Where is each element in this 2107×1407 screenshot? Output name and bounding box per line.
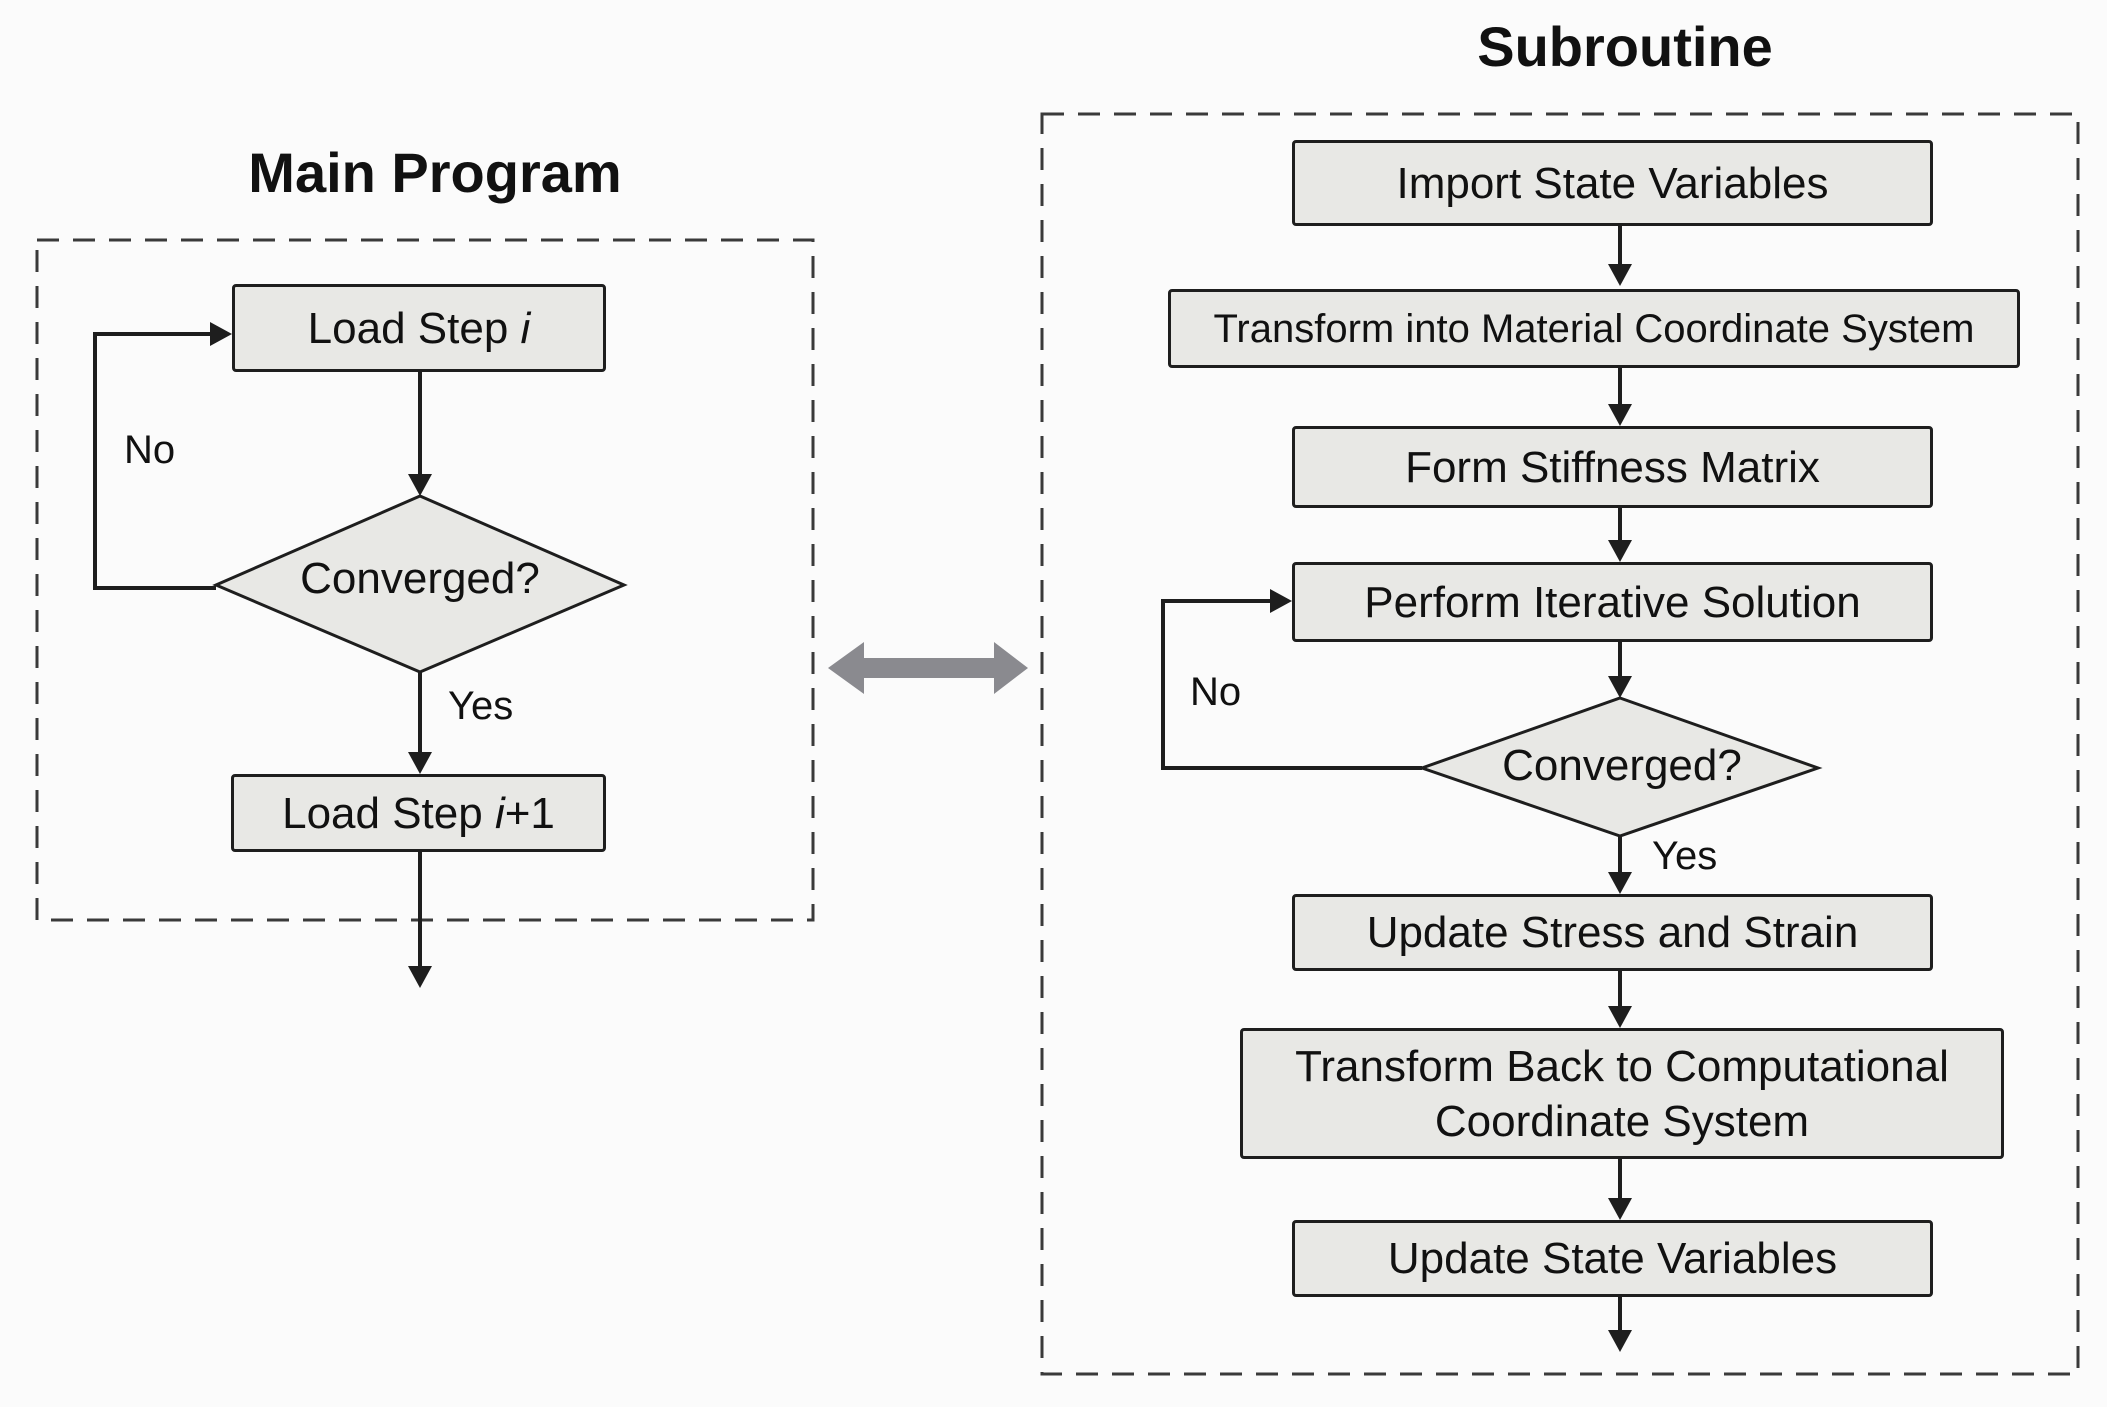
update-stress-strain-box: Update Stress and Strain <box>1292 894 1933 971</box>
subroutine-frame <box>1040 112 2080 1376</box>
exchange-double-arrow <box>828 642 1028 694</box>
load-step-text: Load Step <box>307 303 521 353</box>
main-exit-arrow <box>408 850 432 988</box>
main-program-frame <box>35 238 815 922</box>
sub-arrow-transform-back-to-state <box>1608 1158 1632 1220</box>
sub-decision-label: Converged? <box>1502 741 1742 790</box>
transform-back-line1: Transform Back to Computational <box>1295 1041 1949 1091</box>
load-step-variable: i <box>520 303 531 353</box>
main-yes-arrow <box>408 672 432 774</box>
subroutine-title: Subroutine <box>1477 15 1773 78</box>
load-step-next-box: Load Step i+1 <box>231 774 606 852</box>
sub-arrow-import-to-transform <box>1608 225 1632 286</box>
sub-arrow-transform-to-stiffness <box>1608 366 1632 426</box>
main-no-loop-arrow <box>93 322 232 590</box>
update-state-variables-box: Update State Variables <box>1292 1220 1933 1297</box>
sub-arrow-iterative-to-decision <box>1608 640 1632 698</box>
sub-yes-label: Yes <box>1652 834 1718 878</box>
perform-iterative-solution-box: Perform Iterative Solution <box>1292 562 1933 642</box>
sub-exit-arrow <box>1608 1296 1632 1352</box>
sub-arrow-stiffness-to-iterative <box>1608 506 1632 562</box>
transform-back-line2: Coordinate System <box>1434 1096 1810 1146</box>
transform-back-computational-box: Transform Back to Computational Coordina… <box>1240 1028 2004 1159</box>
next-step-variable: i <box>494 788 505 838</box>
form-stiffness-matrix-box: Form Stiffness Matrix <box>1292 426 1933 508</box>
main-yes-label: Yes <box>448 684 514 728</box>
main-arrow-step-to-decision <box>408 371 432 496</box>
sub-arrow-stress-to-transform-back <box>1608 970 1632 1028</box>
sub-no-loop-arrow <box>1161 589 1422 770</box>
main-no-label: No <box>124 428 176 472</box>
import-state-variables-box: Import State Variables <box>1292 140 1933 226</box>
next-step-text: Load Step <box>282 788 495 838</box>
next-step-suffix: +1 <box>504 788 555 838</box>
load-step-box: Load Step i <box>232 284 606 372</box>
main-program-title: Main Program <box>248 141 622 204</box>
sub-yes-arrow <box>1608 836 1632 894</box>
sub-no-label: No <box>1190 670 1242 714</box>
main-decision-label: Converged? <box>300 554 540 603</box>
transform-material-coordinate-box: Transform into Material Coordinate Syste… <box>1168 289 2020 368</box>
